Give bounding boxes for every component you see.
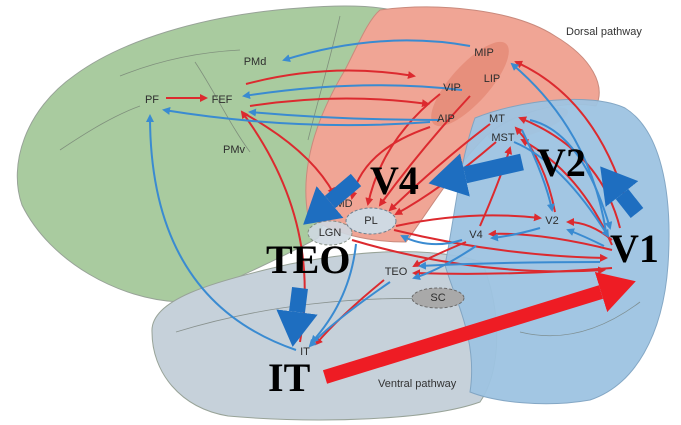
area-label-aip: AIP [437,113,455,125]
blue-connections [146,39,613,351]
area-label-mip: MIP [474,47,494,59]
red-connection-arrow [249,97,430,108]
area-label-mst: MST [491,132,515,144]
area-label-lgn: LGN [319,227,342,239]
intraparietal-sulcus-shading [431,41,509,127]
ventral-pathway-label: Ventral pathway [378,378,457,390]
blue-connection-arrow [521,129,555,212]
blue-connection-arrow [529,119,613,230]
big-blue-arrow-to-lgn [303,173,362,225]
area-label-pf: PF [145,94,159,106]
blue-connection-arrow [242,84,463,100]
blue-connection-arrow [310,243,357,344]
pl-oval [345,207,397,235]
blue-connection-arrow [418,261,601,270]
sulcus-line [119,49,241,77]
overlay-label-v2: V2 [537,140,586,185]
sulcus-line [59,105,141,151]
blue-connection-arrow [400,235,463,246]
blue-connection-arrow [248,108,441,121]
area-label-sc: SC [430,292,445,304]
overlay-label-it: IT [268,355,311,400]
red-connection-arrow [393,229,608,262]
sulcus-line [194,61,251,153]
area-label-v2: V2 [545,215,558,227]
blue-connection-arrow [513,141,610,238]
red-connection-arrow [488,229,613,251]
blue-connection-arrow [162,107,431,127]
red-connection-arrow [412,267,613,278]
area-label-v4: V4 [469,229,482,241]
area-label-pmv: PMv [223,144,246,156]
red-connection-arrow [395,213,542,227]
area-label-vip: VIP [443,82,461,94]
red-connection-arrow [245,69,416,85]
big-red-arrow-to-v1 [322,271,636,384]
blue-connection-arrow [282,39,471,63]
dorsal-pathway-label: Dorsal pathway [566,26,642,38]
red-connection-arrow [514,126,556,213]
big-blue-arrow-to-v4 [428,153,524,197]
area-label-mt: MT [489,113,505,125]
sulcus-line [307,15,341,141]
red-connection-arrow [351,239,606,275]
sc-oval [411,287,465,309]
overlay-label-v1: V1 [610,226,659,271]
blue-connection-arrow [146,114,297,351]
area-label-pmd: PMd [244,56,267,68]
blue-connection-arrow [490,227,541,242]
area-label-pl: PL [364,215,377,227]
big-blue-arrow-to-it [276,287,318,347]
blue-connection-arrow [510,62,607,233]
area-label-teo: TEO [385,266,408,278]
blue-connection-arrow [566,228,605,247]
area-label-fef: FEF [212,94,233,106]
overlay-label-v4: V4 [370,158,419,203]
area-label-it: IT [300,346,310,358]
red-connection-arrow [378,95,471,207]
red-connection-arrow [479,146,513,227]
big-blue-arrow-to-v2 [600,166,644,218]
area-label-lip: LIP [484,73,501,85]
frontal-region [16,5,401,303]
overlay-label-teo: TEO [266,237,350,282]
